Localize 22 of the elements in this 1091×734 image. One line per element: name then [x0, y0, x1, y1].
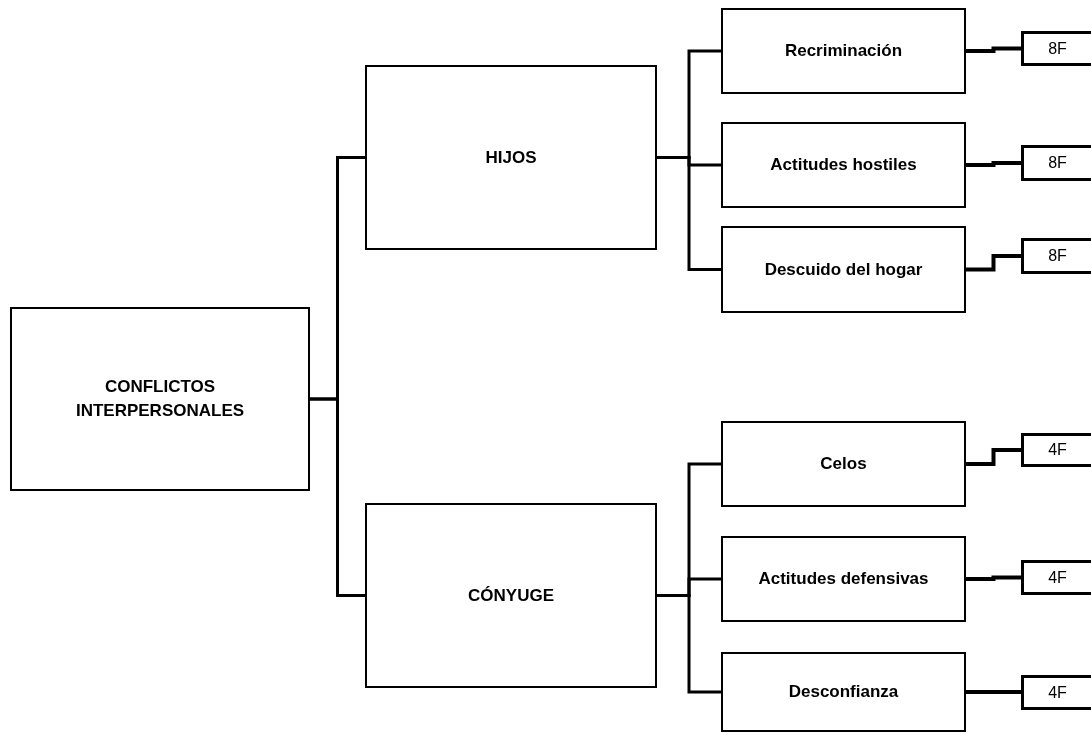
frequency-box: 4F — [1021, 560, 1091, 595]
connector-line — [966, 448, 1021, 466]
connector-line — [966, 46, 1021, 53]
connector-line — [966, 575, 1021, 581]
subcategory-box: Desconfianza — [721, 652, 966, 732]
category-box: HIJOS — [365, 65, 657, 250]
category-box: CONFLICTOS INTERPERSONALES — [10, 307, 310, 491]
subcategory-box: Descuido del hogar — [721, 226, 966, 313]
subcategory-box: Celos — [721, 421, 966, 507]
subcategory-box: Actitudes defensivas — [721, 536, 966, 622]
frequency-box: 4F — [1021, 675, 1091, 710]
connector-line — [966, 161, 1021, 167]
connector-line — [966, 254, 1021, 272]
frequency-box: 8F — [1021, 145, 1091, 181]
category-box: CÓNYUGE — [365, 503, 657, 688]
frequency-box: 4F — [1021, 433, 1091, 467]
connector-line — [310, 397, 365, 597]
subcategory-box: Actitudes hostiles — [721, 122, 966, 208]
subcategory-box: Recriminación — [721, 8, 966, 94]
frequency-box: 8F — [1021, 238, 1091, 274]
frequency-box: 8F — [1021, 31, 1091, 66]
connector-line — [966, 690, 1021, 694]
